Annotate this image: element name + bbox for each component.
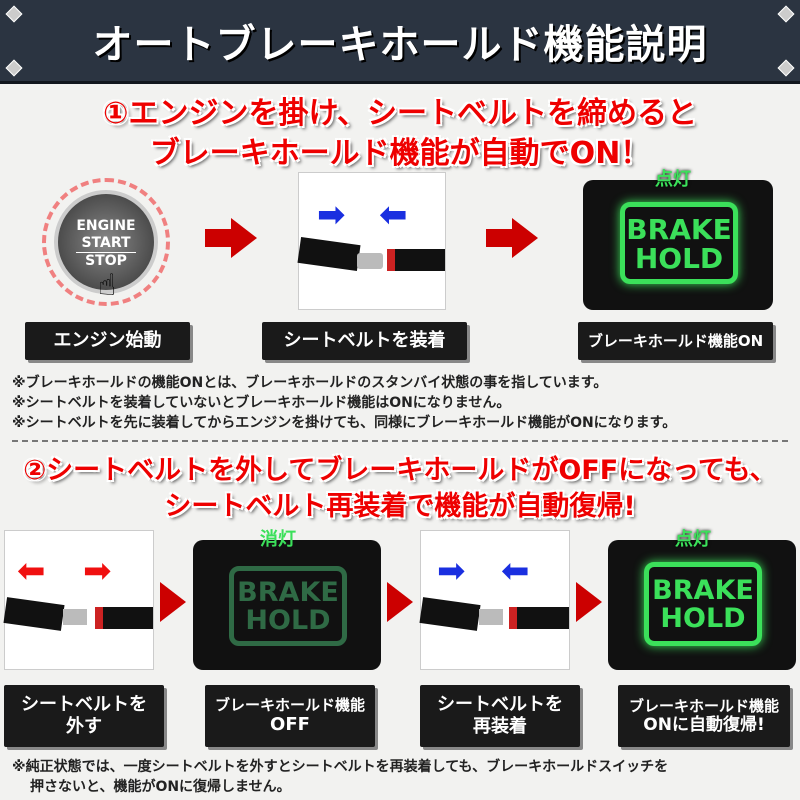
arrow-right-icon: [387, 582, 413, 622]
buckle: [95, 607, 153, 629]
label-refasten-seatbelt: シートベルトを再装着: [420, 685, 580, 747]
buckle: [509, 607, 569, 629]
belt-strap: [419, 597, 481, 631]
footer-note: ※純正状態では、一度シートベルトを外すとシートベルトを再装着しても、ブレーキホー…: [12, 759, 669, 775]
label-line: 外す: [66, 716, 102, 737]
arrow-right-blue-icon: ➡: [437, 551, 466, 591]
arrow-right-icon: [160, 582, 186, 622]
arrow-right-icon: [205, 218, 257, 258]
label-line: OFF: [270, 714, 310, 736]
label-unfasten-seatbelt: シートベルトを外す: [4, 685, 164, 747]
seatbelt-unfasten-image: ⬅ ➡: [3, 530, 154, 670]
label-line: 再装着: [473, 716, 527, 737]
lamp-text-hold: HOLD: [634, 242, 724, 276]
label-fasten-seatbelt: シートベルトを装着: [262, 322, 467, 360]
footer-note: 押さないと、機能がONに復帰しません。: [30, 779, 291, 795]
arrow-right-icon: [486, 218, 538, 258]
label-line: ブレーキホールド機能: [214, 696, 365, 715]
section2-heading-line1: ②シートベルトを外してブレーキホールドがOFFになっても、: [23, 455, 777, 486]
lamp-text-hold: HOLD: [660, 603, 746, 635]
label-brake-hold-on: ブレーキホールド機能ON: [578, 322, 773, 360]
title-banner: オートブレーキホールド機能説明: [0, 0, 800, 84]
section1-heading-line1: ①エンジンを掛け、シートベルトを締めると: [103, 96, 697, 131]
note: ※ブレーキホールドの機能ONとは、ブレーキホールドのスタンバイ状態の事を指してい…: [12, 375, 608, 391]
label-line: シートベルトを: [437, 694, 563, 716]
lamp-text-brake: BRAKE: [652, 575, 754, 606]
buckle: [387, 249, 445, 271]
lamp-text-brake: BRAKE: [237, 577, 339, 608]
engine-start-button: ENGINE START STOP: [42, 178, 170, 306]
arrow-right-blue-icon: ➡: [317, 195, 346, 235]
divider: [12, 440, 788, 442]
stop-label: STOP: [76, 252, 136, 270]
section2-heading-line2: シートベルト再装着で機能が自動復帰!: [164, 491, 636, 522]
arrow-left-red-icon: ⬅: [17, 551, 46, 591]
lamp-text-hold: HOLD: [245, 605, 331, 637]
arrow-left-blue-icon: ⬅: [379, 195, 408, 235]
note: ※シートベルトを先に装着してからエンジンを掛けても、同様にブレーキホールド機能が…: [12, 415, 677, 431]
label-line: ブレーキホールド機能: [628, 696, 779, 715]
start-label: START: [81, 235, 131, 251]
page-title: オートブレーキホールド機能説明: [92, 21, 708, 68]
arrow-right-red-icon: ➡: [83, 551, 112, 591]
label-engine-start: エンジン始動: [25, 322, 190, 360]
lamp-status-on: 点灯: [675, 529, 711, 550]
arrow-left-blue-icon: ⬅: [501, 551, 530, 591]
lamp-text-brake: BRAKE: [626, 213, 732, 246]
belt-strap: [3, 597, 65, 631]
engine-label: ENGINE: [76, 218, 136, 234]
buckle-tongue: [63, 609, 87, 625]
buckle-tongue: [479, 609, 503, 625]
section1-heading-line2: ブレーキホールド機能が自動でON！: [149, 136, 651, 171]
pointing-hand-icon: ☝: [98, 268, 117, 303]
label-line: シートベルトを: [21, 694, 147, 716]
buckle-tongue: [357, 253, 383, 269]
arrow-right-icon: [576, 582, 602, 622]
seatbelt-fasten-image: ➡ ⬅: [297, 172, 446, 310]
lamp-status-on: 点灯: [655, 169, 691, 190]
belt-strap: [297, 236, 361, 272]
lamp-status-off: 消灯: [260, 529, 296, 550]
note: ※シートベルトを装着していないとブレーキホールド機能はONになりません。: [12, 395, 511, 411]
seatbelt-refasten-image: ➡ ⬅: [419, 530, 570, 670]
label-line: ONに自動復帰!: [643, 714, 765, 735]
